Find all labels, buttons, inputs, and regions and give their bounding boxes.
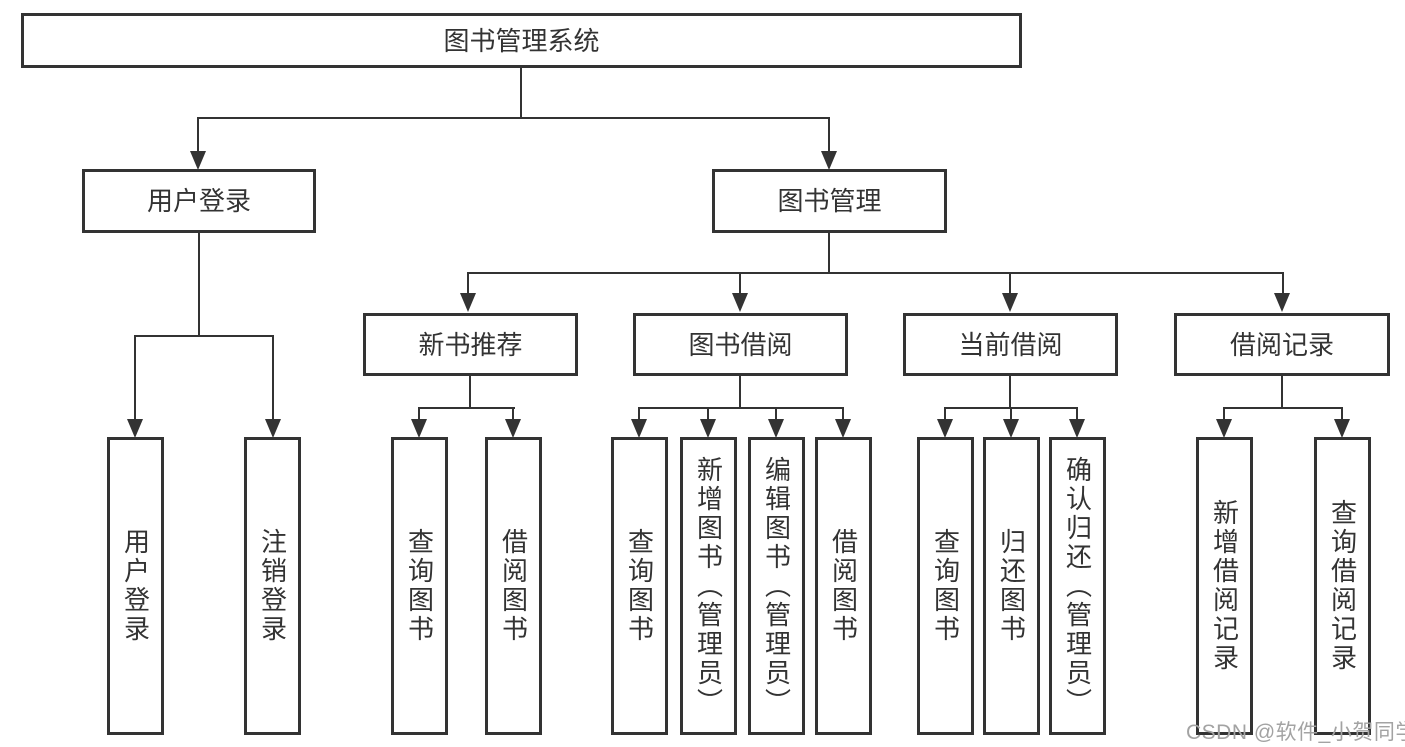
arrowhead-down-icon	[1216, 419, 1232, 438]
node-book-management: 图书管理	[712, 169, 947, 233]
leaf-query-books-current: 查询图书	[917, 437, 974, 735]
leaf-borrow-books-recommend: 借阅图书	[485, 437, 542, 735]
arrowhead-down-icon	[1003, 419, 1019, 438]
line-segment	[828, 233, 830, 274]
leaf-edit-books-admin: 编辑图书（管理员）	[748, 437, 805, 735]
line-segment	[467, 272, 1284, 274]
line-segment	[842, 407, 844, 421]
line-segment	[739, 272, 741, 294]
arrowhead-down-icon	[127, 419, 143, 438]
line-segment	[638, 407, 640, 421]
line-segment	[197, 117, 830, 119]
line-segment	[418, 407, 515, 409]
line-segment	[739, 376, 741, 409]
leaf-user-login: 用户登录	[107, 437, 164, 735]
node-borrowing-records: 借阅记录	[1174, 313, 1390, 376]
line-segment	[134, 335, 274, 337]
leaf-logout: 注销登录	[244, 437, 301, 735]
arrowhead-down-icon	[1002, 293, 1018, 312]
leaf-query-books-recommend: 查询图书	[391, 437, 448, 735]
line-segment	[512, 407, 514, 421]
line-segment	[1281, 376, 1283, 409]
line-segment	[198, 233, 200, 337]
leaf-query-borrow-record: 查询借阅记录	[1314, 437, 1371, 735]
arrowhead-down-icon	[505, 419, 521, 438]
arrowhead-down-icon	[700, 419, 716, 438]
line-segment	[418, 407, 420, 421]
line-segment	[1076, 407, 1078, 421]
line-segment	[1223, 407, 1343, 409]
arrowhead-down-icon	[821, 151, 837, 170]
node-current-borrowing: 当前借阅	[903, 313, 1118, 376]
csdn-watermark: CSDN @软件_小贺同学	[1186, 721, 1405, 744]
line-segment	[467, 272, 469, 294]
arrowhead-down-icon	[732, 293, 748, 312]
line-segment	[1341, 407, 1343, 421]
line-segment	[197, 117, 199, 153]
leaf-add-borrow-record: 新增借阅记录	[1196, 437, 1253, 735]
leaf-borrow-books-borrowing: 借阅图书	[815, 437, 872, 735]
leaf-return-books: 归还图书	[983, 437, 1040, 735]
line-segment	[638, 407, 844, 409]
line-segment	[520, 68, 522, 119]
arrowhead-down-icon	[768, 419, 784, 438]
leaf-confirm-return-admin: 确认归还（管理员）	[1049, 437, 1106, 735]
line-segment	[469, 376, 471, 409]
node-new-book-recommend: 新书推荐	[363, 313, 578, 376]
node-user-login: 用户登录	[82, 169, 316, 233]
arrowhead-down-icon	[411, 419, 427, 438]
line-segment	[134, 335, 136, 421]
line-segment	[1009, 376, 1011, 409]
arrowhead-down-icon	[631, 419, 647, 438]
arrowhead-down-icon	[190, 151, 206, 170]
leaf-query-books-borrowing: 查询图书	[611, 437, 668, 735]
arrowhead-down-icon	[1334, 419, 1350, 438]
arrowhead-down-icon	[460, 293, 476, 312]
arrowhead-down-icon	[265, 419, 281, 438]
arrowhead-down-icon	[937, 419, 953, 438]
line-segment	[944, 407, 946, 421]
line-segment	[1282, 272, 1284, 294]
node-root-library-system: 图书管理系统	[21, 13, 1022, 68]
arrowhead-down-icon	[1069, 419, 1085, 438]
node-book-borrowing: 图书借阅	[633, 313, 848, 376]
line-segment	[707, 407, 709, 421]
leaf-add-books-admin: 新增图书（管理员）	[680, 437, 737, 735]
line-segment	[1010, 407, 1012, 421]
arrowhead-down-icon	[1274, 293, 1290, 312]
line-segment	[272, 335, 274, 421]
arrowhead-down-icon	[835, 419, 851, 438]
line-segment	[775, 407, 777, 421]
line-segment	[1009, 272, 1011, 294]
line-segment	[828, 117, 830, 153]
line-segment	[1223, 407, 1225, 421]
